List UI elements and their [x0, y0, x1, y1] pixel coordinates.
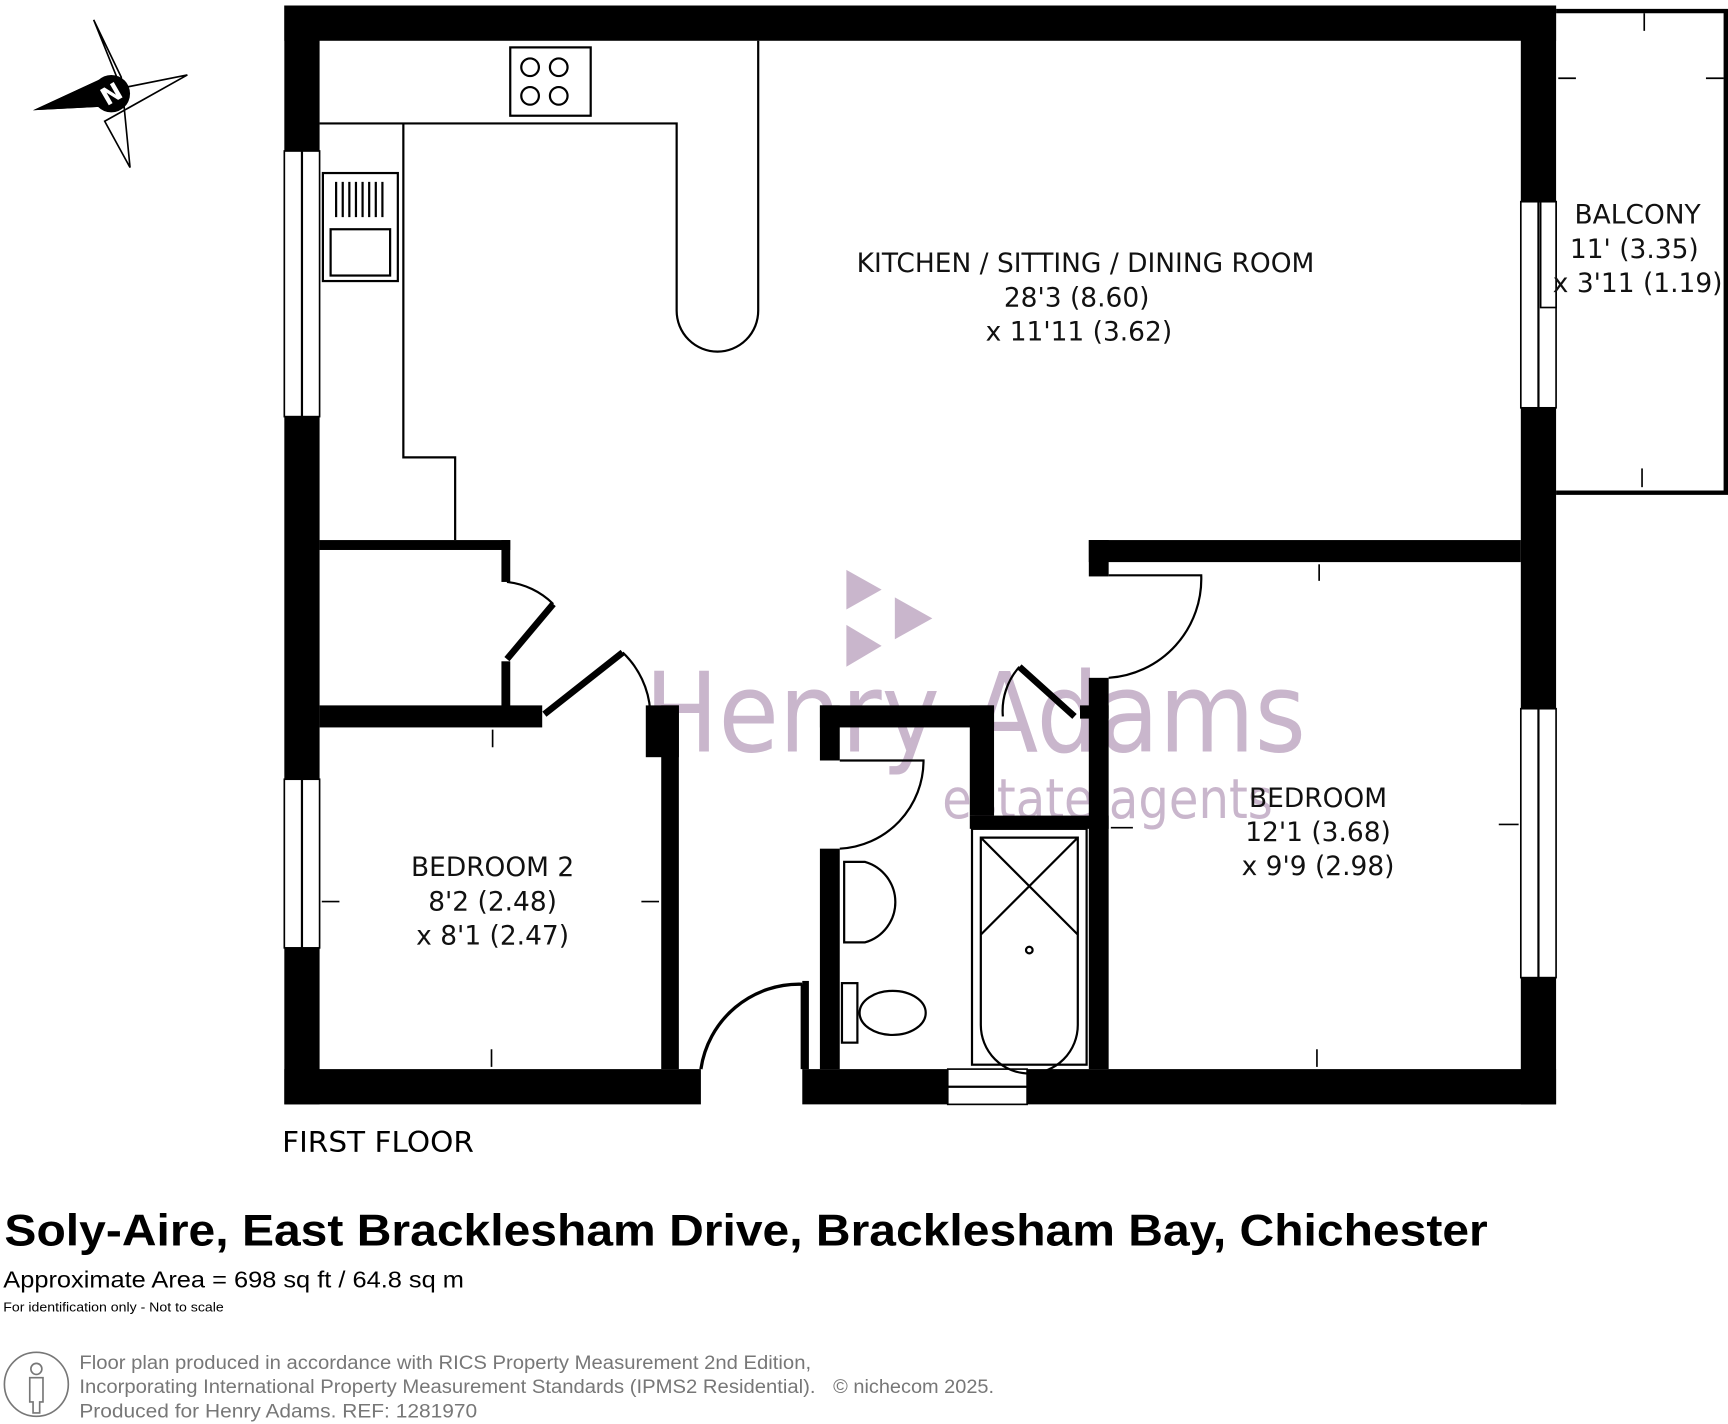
- note-line: Produced for Henry Adams. REF: 1281970: [79, 1400, 477, 1422]
- watermark-logo-icon: [894, 597, 933, 640]
- copyright: © nichecom 2025.: [833, 1376, 994, 1398]
- note-line: Floor plan produced in accordance with R…: [79, 1352, 811, 1374]
- kitchen-worktop: [319, 40, 760, 541]
- room-balcony: BALCONY 11' (3.35) x 3'11 (1.19): [1553, 200, 1723, 299]
- room-dim: x 8'1 (2.47): [416, 921, 569, 952]
- room-dim: 8'2 (2.48): [428, 886, 557, 917]
- room-name: BALCONY: [1575, 200, 1702, 231]
- property-title: Soly-Aire, East Bracklesham Drive, Brack…: [4, 1206, 1487, 1255]
- room-name: BEDROOM: [1249, 783, 1387, 814]
- watermark-logo-icon: [846, 624, 882, 667]
- watermark-logo-icon: [846, 569, 882, 610]
- dimension-markers: [321, 13, 1724, 1067]
- note-line: Incorporating International Property Mea…: [79, 1376, 815, 1398]
- room-name: BEDROOM 2: [411, 852, 574, 883]
- room-dim: 12'1 (3.68): [1245, 817, 1391, 848]
- person-icon: [3, 1351, 70, 1418]
- room-name: KITCHEN / SITTING / DINING ROOM: [857, 248, 1315, 279]
- disclaimer: For identification only - Not to scale: [3, 1300, 223, 1315]
- room-dim: 11' (3.35): [1570, 234, 1699, 265]
- room-dim: x 11'11 (3.62): [986, 317, 1172, 348]
- bath-icon: [970, 827, 1088, 1075]
- hob-icon: [509, 46, 592, 117]
- balcony-outline: [1556, 8, 1728, 495]
- room-dim: x 9'9 (2.98): [1242, 851, 1395, 882]
- sink-icon: [321, 171, 399, 283]
- room-bedroom-2: BEDROOM 2 8'2 (2.48) x 8'1 (2.47): [411, 852, 574, 951]
- room-dim: x 3'11 (1.19): [1553, 268, 1723, 299]
- approximate-area: Approximate Area = 698 sq ft / 64.8 sq m: [3, 1266, 464, 1292]
- compass-icon: N: [33, 19, 188, 168]
- doors: [504, 574, 1203, 1070]
- room-bedroom: BEDROOM 12'1 (3.68) x 9'9 (2.98): [1242, 783, 1395, 882]
- windows: [283, 150, 1557, 1106]
- room-kitchen: KITCHEN / SITTING / DINING ROOM 28'3 (8.…: [857, 248, 1315, 347]
- toilet-icon: [840, 982, 927, 1044]
- floor-label: FIRST FLOOR: [282, 1125, 474, 1159]
- basin-icon: [843, 860, 897, 944]
- room-dim: 28'3 (8.60): [1004, 282, 1150, 313]
